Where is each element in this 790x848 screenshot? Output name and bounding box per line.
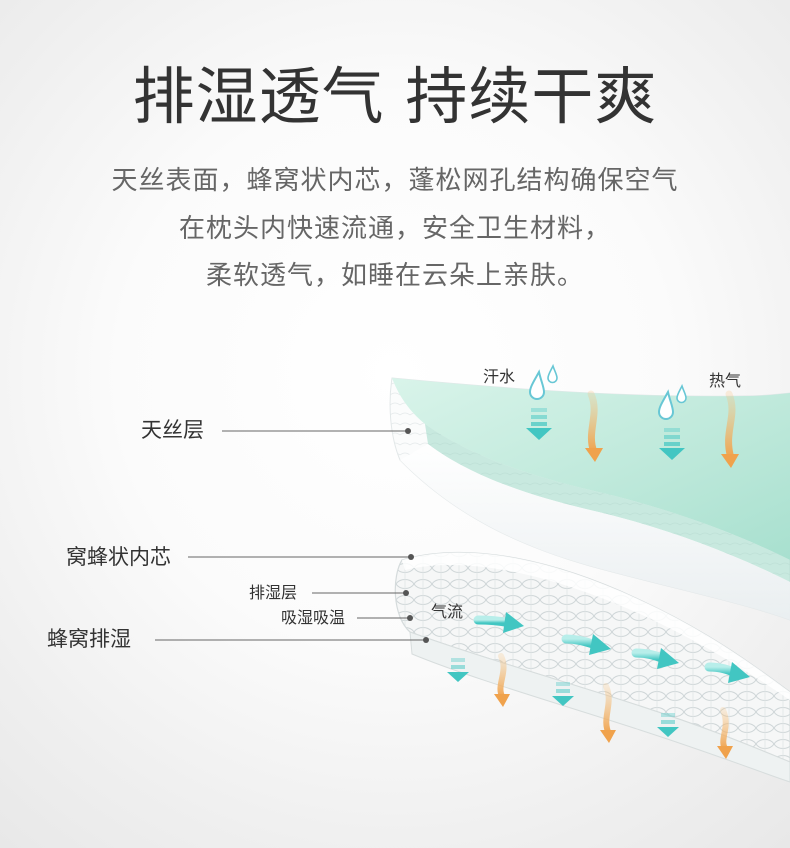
absorb-label: 吸湿吸温: [281, 608, 346, 627]
down-arrow-icon: [526, 408, 552, 440]
down-arrow-icon: [552, 682, 574, 706]
description-line-3: 柔软透气，如睡在云朵上亲肤。: [205, 261, 584, 291]
headline: 排湿透气 持续干爽: [132, 60, 658, 133]
heat-wave-arrow-icon: [585, 448, 603, 462]
leader-lines: [155, 430, 424, 641]
description-line-1: 天丝表面，蜂窝状内芯，蓬松网孔结构确保空气: [111, 166, 679, 196]
down-arrow-icon: [657, 713, 679, 737]
airflow-arrow-icon: [704, 662, 750, 683]
heat-wave-arrow-icon: [725, 390, 736, 462]
sweat-label: 汗水: [483, 367, 516, 386]
heat-wave-arrow-icon: [600, 730, 616, 743]
heat-label: 热气: [709, 371, 742, 390]
description-line-2: 在枕头内快速流通，安全卫生材料，: [178, 214, 611, 244]
leader-dots: [403, 428, 429, 643]
pillow-layers-svg: [155, 363, 790, 783]
airflow-arrow-icon: [561, 634, 611, 655]
tencel-layer-label: 天丝层: [141, 418, 204, 442]
airflow-label: 气流: [431, 602, 464, 621]
heat-wave-arrow-icon: [717, 746, 733, 759]
down-arrow-icon: [447, 658, 469, 682]
honeycomb-core-label: 窝蜂状内芯: [66, 545, 171, 569]
airflow-arrow-icon: [473, 612, 524, 633]
honeycomb-drain-label: 蜂窝排湿: [47, 627, 131, 651]
heat-wave-arrow-icon: [721, 454, 739, 468]
tencel-layer: [389, 377, 790, 621]
water-drop-icon: [657, 383, 687, 420]
water-drop-icon: [528, 363, 558, 400]
down-arrow-icon: [659, 428, 685, 460]
pillow-layers-illustration: 天丝层 窝蜂状内芯 排湿层 吸湿吸温 蜂窝排湿 汗水 热气 气流: [0, 320, 790, 848]
drain-layer-label: 排湿层: [249, 583, 298, 602]
airflow-arrow-icon: [631, 648, 679, 669]
heat-wave-arrow-icon: [587, 390, 598, 456]
heat-wave-arrow-icon: [494, 694, 510, 707]
